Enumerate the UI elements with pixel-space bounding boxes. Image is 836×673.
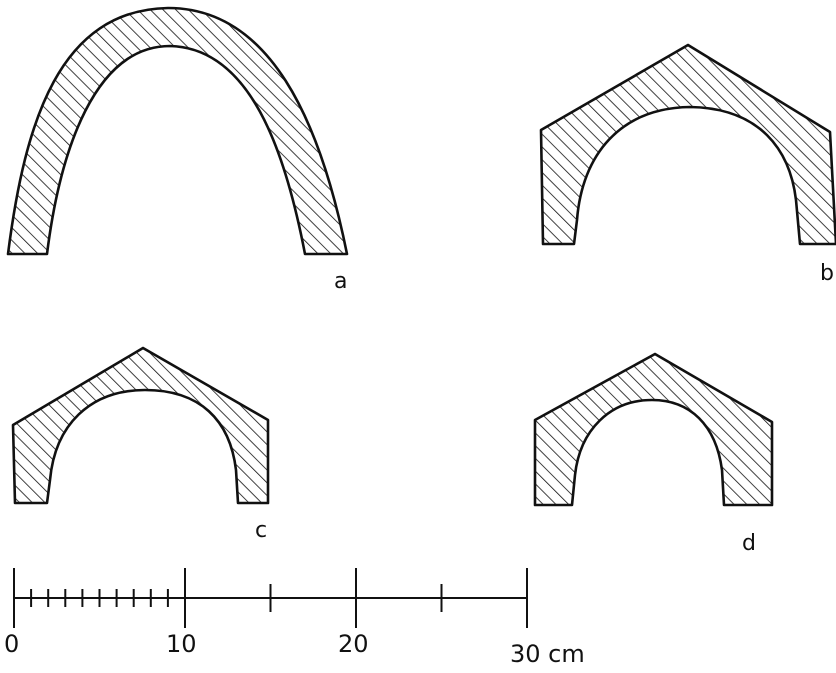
scale-bar-ticks <box>13 568 528 628</box>
profile-d-label: d <box>742 531 756 556</box>
profile-b-label: b <box>820 261 834 286</box>
scale-bar: 0 10 20 30 cm <box>4 568 585 668</box>
scale-label-0: 0 <box>4 630 19 658</box>
profile-b: b <box>539 43 836 286</box>
profile-c: c <box>11 346 270 543</box>
profile-a-shape <box>6 6 349 256</box>
scale-label-10: 10 <box>166 630 197 658</box>
profile-c-label: c <box>255 518 267 543</box>
scale-label-20: 20 <box>338 630 369 658</box>
profile-a: a <box>6 6 349 294</box>
profile-b-shape <box>539 43 836 246</box>
profile-d-shape <box>533 352 774 507</box>
profile-a-label: a <box>334 269 347 294</box>
profile-c-shape <box>11 346 270 505</box>
scale-label-30-cm: 30 cm <box>510 640 585 668</box>
profile-d: d <box>533 352 774 556</box>
